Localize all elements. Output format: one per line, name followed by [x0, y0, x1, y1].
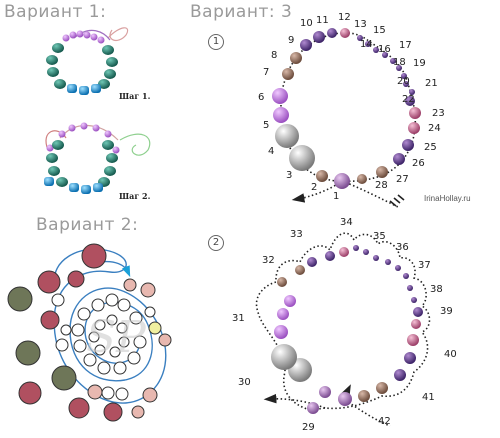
diagram2-bead-label: 38 [430, 284, 443, 295]
diagram-2-index: 2 [208, 235, 224, 251]
diagram1-bead-label: 19 [413, 58, 426, 69]
diagram1-bead-label: 20 [397, 76, 410, 87]
diagram2-bead-label: 41 [422, 392, 435, 403]
diagram2-bead-label: 33 [290, 229, 303, 240]
diagram2-bead-label: 32 [262, 255, 275, 266]
diagram1-bead-label: 22 [402, 94, 415, 105]
diagram1-bead-label: 12 [338, 12, 351, 23]
diagram1-bead-label: 15 [373, 25, 386, 36]
diagram1-bead-label: 8 [271, 50, 277, 61]
variant1-step2-scheme [44, 122, 151, 194]
variant3-diagram1 [272, 28, 421, 208]
diagram2-bead-label: 36 [396, 242, 409, 253]
diagram1-bead-label: 28 [375, 180, 388, 191]
diagram1-bead-label: 5 [263, 120, 269, 131]
diagram1-bead-label: 6 [258, 92, 264, 103]
step1-caption: Шаг 1. [119, 91, 151, 101]
diagram2-bead-label: 37 [418, 260, 431, 271]
diagram2-bead-label: 29 [302, 422, 315, 433]
diagram2-bead-label: 40 [444, 349, 457, 360]
diagram1-bead-label: 9 [288, 35, 294, 46]
variant3-diagram2 [255, 232, 431, 427]
diagram1-bead-label: 16 [378, 44, 391, 55]
diagram2-bead-label: 31 [232, 313, 245, 324]
diagram1-bead-label: 11 [316, 15, 329, 26]
diagram2-bead-label: 34 [340, 217, 353, 228]
variant1-title: Вариант 1: [4, 2, 107, 22]
diagram1-bead-label: 10 [300, 18, 313, 29]
diagram1-bead-label: 23 [432, 108, 445, 119]
variant3-title: Вариант: 3 [190, 2, 293, 22]
diagram-1-index: 1 [208, 34, 224, 50]
diagram2-bead-label: 35 [373, 231, 386, 242]
site-watermark: IrinaHollay.ru [424, 194, 471, 203]
diagram2-bead-label: 39 [440, 306, 453, 317]
diagram1-bead-label: 4 [268, 146, 274, 157]
diagram1-bead-label: 7 [263, 67, 269, 78]
diagram1-bead-label: 24 [428, 123, 441, 134]
step2-caption: Шаг 2. [119, 191, 151, 201]
diagram1-bead-label: 21 [425, 78, 438, 89]
diagram2-bead-label: 42 [378, 416, 391, 427]
diagram1-bead-label: 18 [393, 57, 406, 68]
diagram1-bead-label: 26 [412, 158, 425, 169]
variant1-step1-scheme [46, 27, 129, 95]
diagram1-bead-label: 2 [311, 182, 317, 193]
diagram2-bead-label: 30 [238, 377, 251, 388]
variant2-spiral-scheme: SP [7, 243, 172, 422]
diagram1-bead-label: 3 [286, 170, 292, 181]
diagram1-bead-label: 27 [396, 174, 409, 185]
diagram1-bead-label: 25 [424, 142, 437, 153]
variant2-title: Вариант 2: [36, 215, 139, 235]
diagram2-bead-labels: 29 30 31 32 33 34 35 36 37 38 39 40 41 42 [232, 217, 457, 433]
diagram1-bead-label: 14 [360, 39, 373, 50]
diagram1-bead-label: 13 [354, 19, 367, 30]
diagram1-bead-label: 1 [333, 191, 339, 202]
variant2-watermark: SP [86, 312, 147, 363]
diagram1-bead-label: 17 [399, 40, 412, 51]
